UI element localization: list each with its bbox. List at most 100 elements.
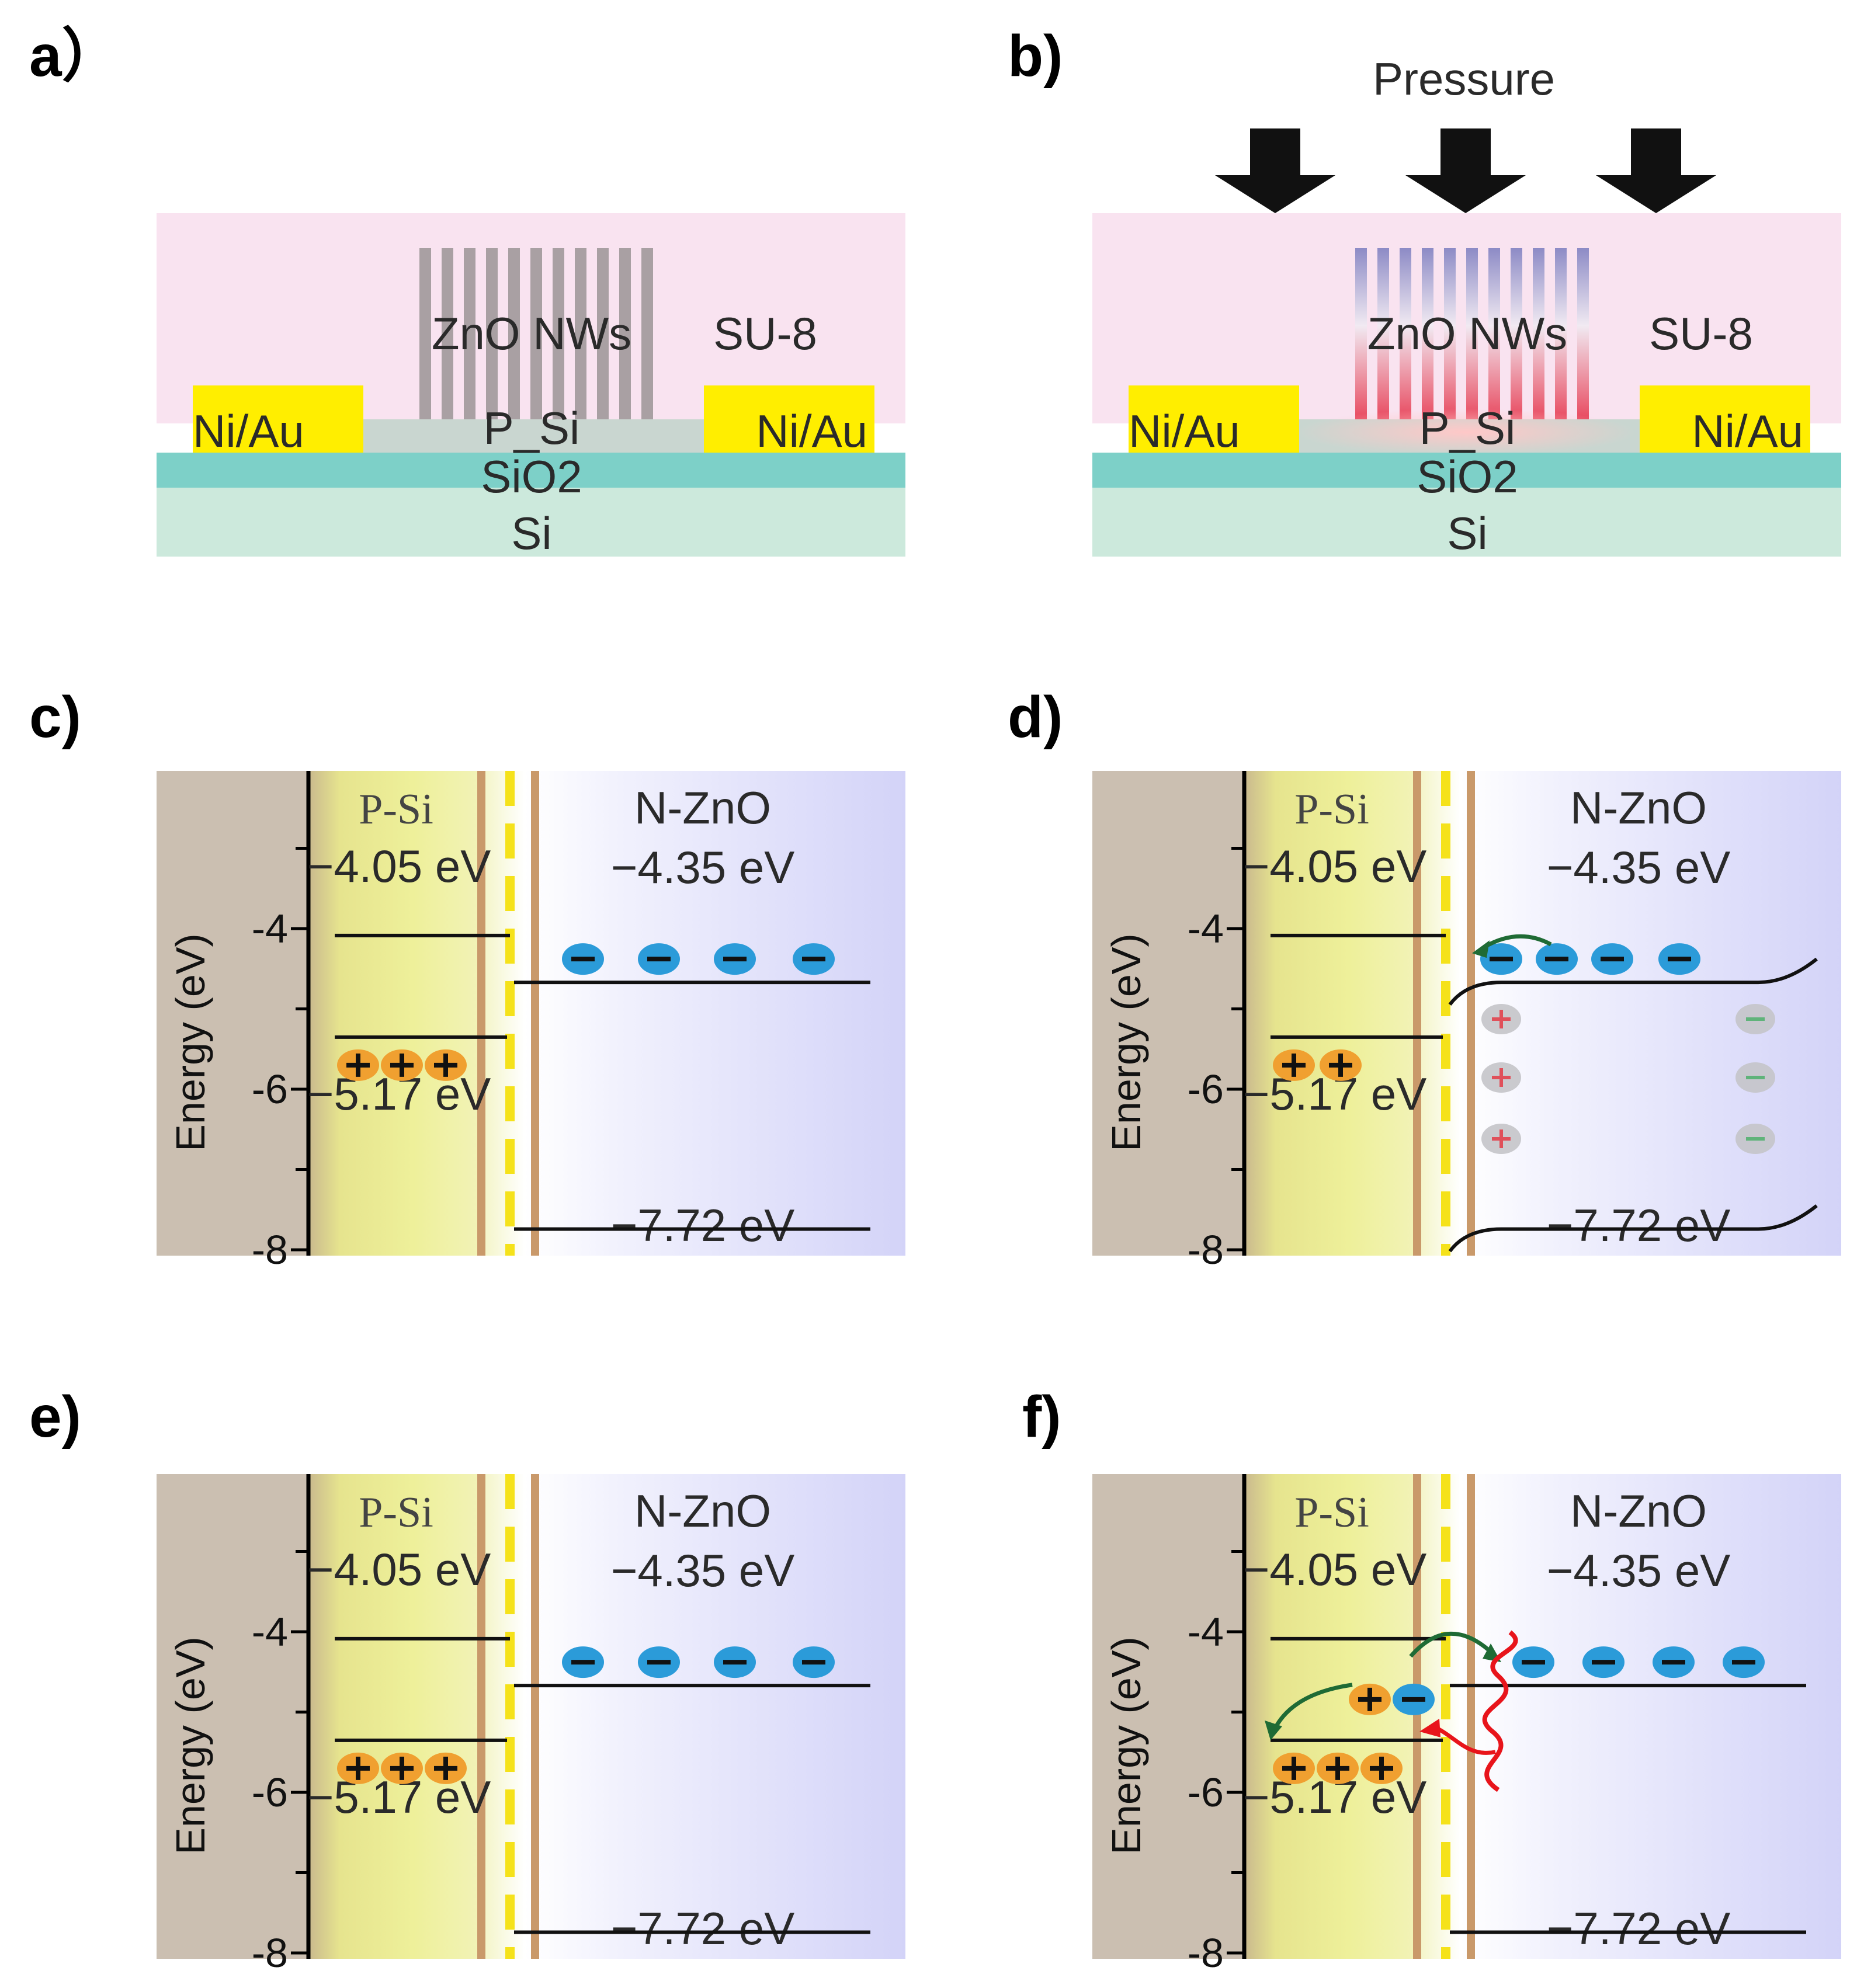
zno-nanowires — [419, 248, 653, 420]
ni-au-left-label: Ni/Au — [193, 405, 304, 457]
hole — [425, 1049, 467, 1081]
y-tick-label: -6 — [252, 1066, 288, 1112]
hole — [1481, 1062, 1521, 1093]
n-zno-region — [525, 771, 905, 1256]
sio2-layer-pressed — [1092, 453, 1841, 488]
ni-au-right-label-pressed: Ni/Au — [1692, 405, 1803, 457]
hole-transfer-arrow — [1271, 1683, 1353, 1733]
hole — [1481, 1004, 1521, 1034]
y-tick-label: -4 — [1188, 1609, 1224, 1655]
zno-nws-label: ZnO NWs — [432, 308, 631, 359]
n-vb-energy-label: −7.72 eV — [1547, 1200, 1730, 1251]
hole — [381, 1752, 423, 1784]
electron-flow-arrow — [1483, 934, 1552, 950]
electron — [1653, 1646, 1695, 1678]
depletion-gap — [484, 771, 525, 1256]
electron — [562, 1646, 604, 1678]
down-arrow-icon — [1215, 128, 1335, 213]
y-tick-label: -6 — [252, 1770, 288, 1815]
y-tick-label: -8 — [1188, 1930, 1224, 1976]
y-axis-title: Energy (eV) — [1103, 1636, 1149, 1854]
y-axis-title: Energy (eV) — [1103, 933, 1149, 1151]
panel-label-e: e) — [29, 1384, 81, 1450]
panel-label-c: c) — [29, 684, 81, 750]
si-substrate — [157, 488, 905, 557]
ni-au-right-label: Ni/Au — [756, 405, 867, 457]
zno-nanowires-strained — [1355, 248, 1589, 420]
electron — [1723, 1646, 1765, 1678]
electron — [1591, 943, 1633, 975]
y-tick-label: -8 — [252, 1227, 288, 1273]
metal-region — [157, 1474, 308, 1959]
electron — [1658, 943, 1700, 975]
p-cb-energy-label: −4.05 eV — [1243, 1544, 1426, 1595]
electron — [638, 943, 680, 975]
n-zno-region — [1460, 771, 1841, 1256]
y-tick-label: -6 — [1188, 1770, 1224, 1815]
electron — [1735, 1004, 1775, 1034]
electron — [714, 1646, 756, 1678]
hole — [1349, 1683, 1391, 1715]
n-valence-band-bent — [1448, 1204, 1818, 1253]
panel-label-d: d) — [1008, 684, 1063, 750]
n-cb-energy-label: −4.35 eV — [611, 842, 794, 893]
hole — [1320, 1049, 1362, 1081]
electron — [1480, 943, 1522, 975]
p-si-label-pressed: P_Si — [1419, 402, 1516, 454]
hole — [337, 1752, 379, 1784]
electron — [1536, 943, 1578, 975]
sio2-label-pressed: SiO2 — [1417, 451, 1518, 502]
electron — [562, 943, 604, 975]
depletion-gap — [1419, 1474, 1460, 1959]
y-axis-title: Energy (eV) — [168, 1636, 213, 1854]
arrow-head-icon — [1419, 1718, 1440, 1737]
n-zno-region-label: N-ZnO — [634, 1485, 771, 1537]
sio2-label: SiO2 — [481, 451, 582, 502]
p-cb-energy-label: −4.05 eV — [1243, 840, 1426, 892]
hole — [1481, 1124, 1521, 1154]
depletion-gap — [484, 1474, 525, 1959]
p-si-region-label: P-Si — [1294, 1489, 1369, 1537]
p-si-region-label: P-Si — [1294, 786, 1369, 833]
electron — [714, 943, 756, 975]
depletion-gap — [1419, 771, 1460, 1256]
electron — [638, 1646, 680, 1678]
arrow-head-icon — [1265, 1720, 1282, 1740]
p-cb-energy-label: −4.05 eV — [307, 840, 491, 892]
hole — [1273, 1049, 1315, 1081]
n-conduction-band-bent — [1448, 957, 1818, 1006]
ni-au-left-pressed — [1129, 385, 1299, 453]
electron — [1512, 1646, 1554, 1678]
y-tick-label: -4 — [1188, 906, 1224, 951]
si-substrate-pressed — [1092, 488, 1841, 557]
photon-emission-icon — [1482, 1630, 1518, 1792]
n-cb-energy-label: −4.35 eV — [1547, 842, 1730, 893]
y-axis-title: Energy (eV) — [168, 933, 213, 1151]
panel-b-device: Pressure ZnO NWs SU-8 Ni/Au Ni/ — [1092, 53, 1841, 559]
hole — [425, 1752, 467, 1784]
p-si-region-label: P-Si — [359, 786, 433, 833]
panel-a-device: ZnO NWs SU-8 Ni/Au Ni/Au P_Si SiO2 Si — [157, 213, 905, 559]
strain-glow — [1297, 409, 1636, 456]
y-tick-label: -8 — [252, 1930, 288, 1976]
n-zno-region-label: N-ZnO — [1570, 782, 1707, 833]
y-tick-label: -8 — [1188, 1227, 1224, 1273]
zno-nws-label-pressed: ZnO NWs — [1367, 308, 1567, 359]
photon-path — [1430, 1723, 1496, 1755]
n-zno-region — [525, 1474, 905, 1959]
n-zno-region-label: N-ZnO — [1570, 1485, 1707, 1537]
n-zno-region — [1460, 1474, 1841, 1959]
arrow-head-icon — [1472, 940, 1490, 958]
electron — [1735, 1124, 1775, 1154]
n-vb-energy-label: −7.72 eV — [1547, 1903, 1730, 1954]
panel-label-a: a） — [29, 23, 120, 89]
hole — [381, 1049, 423, 1081]
n-zno-region-label: N-ZnO — [634, 782, 771, 833]
panel-label-b: b) — [1008, 23, 1063, 89]
su8-label-pressed: SU-8 — [1649, 308, 1753, 359]
pressure-arrows — [1215, 128, 1716, 213]
p-si-region-label: P-Si — [359, 1489, 433, 1537]
